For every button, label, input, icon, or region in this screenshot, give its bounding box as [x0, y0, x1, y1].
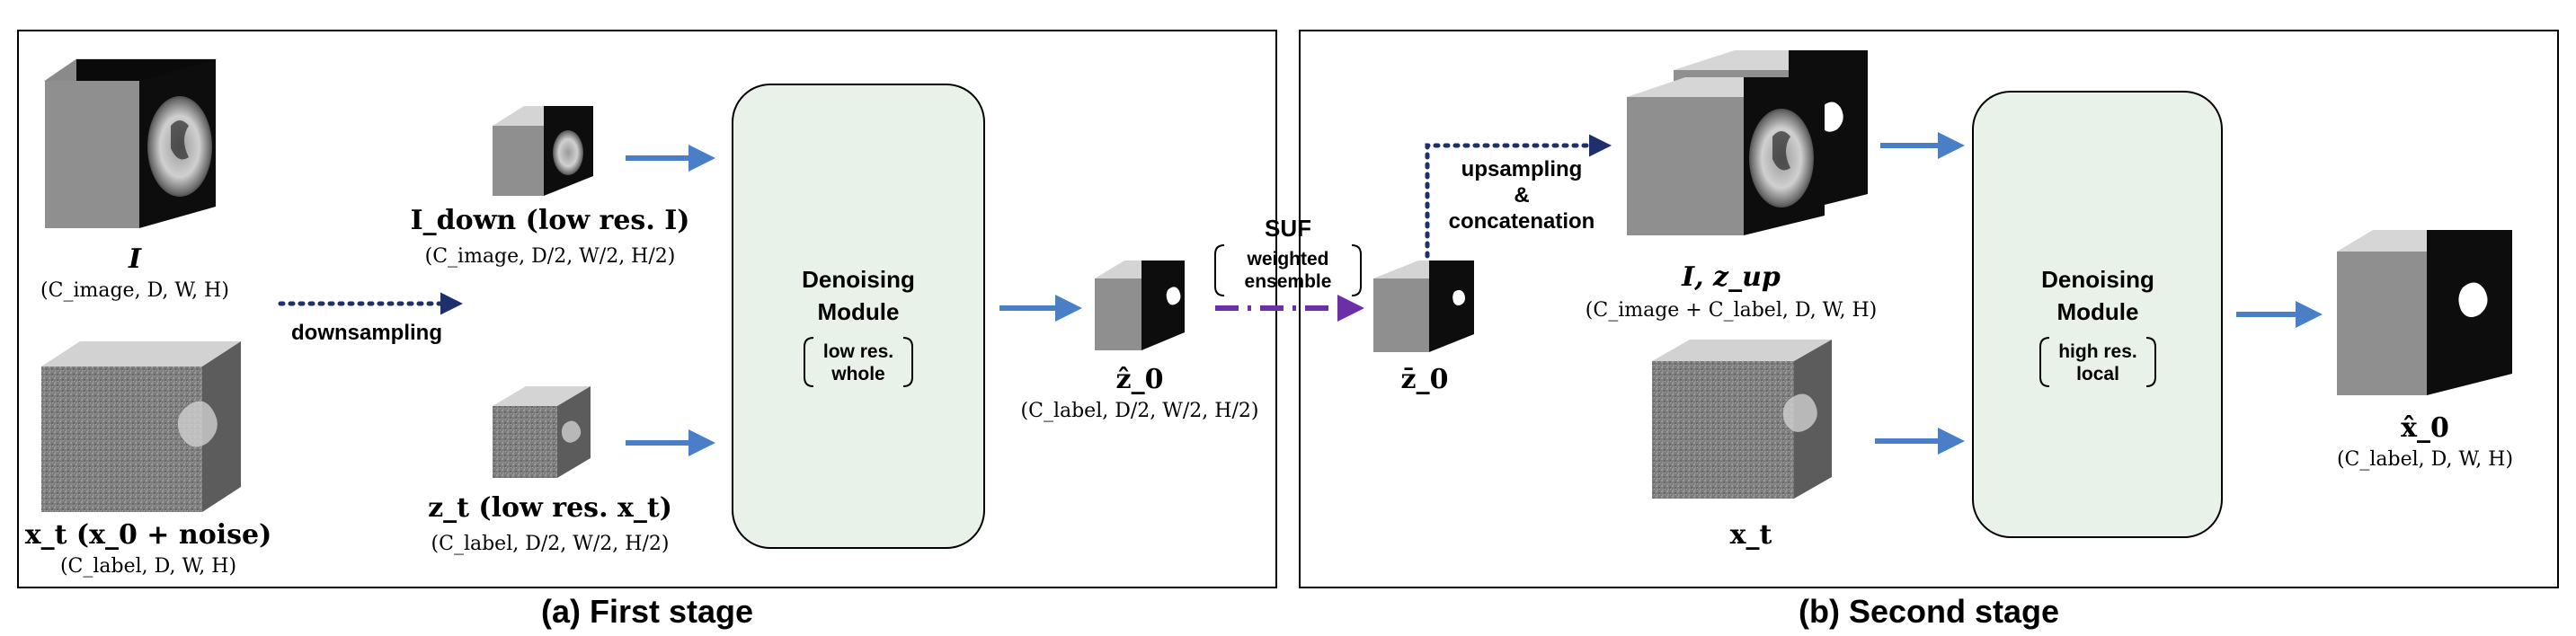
idown-dims: (C_image, D/2, W/2, H/2)	[425, 245, 676, 268]
xt-label: x_t	[1730, 519, 1772, 551]
z0-hat-dims: (C_label, D/2, W/2, H/2)	[1021, 400, 1259, 422]
suf-title: SUF	[1265, 215, 1311, 242]
image-label: I	[128, 243, 142, 275]
first-stage-caption: (a) First stage	[541, 593, 753, 630]
noisy-volume-cube	[41, 341, 241, 512]
upsampling-label-line3: concatenation	[1449, 209, 1595, 234]
module2-title-line1: Denoising	[2041, 266, 2154, 293]
module1-bracket-right	[902, 337, 913, 387]
z0-hat-label: ẑ_0	[1116, 364, 1164, 395]
module2-note-line1: high res.	[2058, 341, 2137, 362]
izup-label: I, z_up	[1681, 261, 1781, 293]
zt-label: z_t (low res. x_t)	[428, 492, 672, 524]
z0-bar-cube	[1373, 261, 1474, 352]
module1-title-line1: Denoising	[802, 266, 915, 293]
image-dims: (C_image, D, W, H)	[40, 279, 229, 302]
second-stage-caption: (b) Second stage	[1799, 593, 2059, 630]
module2-note-line2: local	[2076, 364, 2119, 384]
suf-note-line1: weighted	[1246, 249, 1328, 269]
denoising-module-1	[732, 84, 985, 549]
z0-hat-cube	[1095, 261, 1185, 350]
suf-bracket-right	[1351, 244, 1362, 296]
upsampling-arrow	[1425, 134, 1612, 259]
upsampling-label-line1: upsampling	[1461, 157, 1583, 181]
izup-dims: (C_image + C_label, D, W, H)	[1586, 299, 1877, 322]
noisy-dims: (C_label, D, W, H)	[60, 555, 236, 578]
denoising-module-2	[1972, 91, 2223, 538]
module1-bracket-left	[804, 337, 814, 387]
second-stage-panel	[1299, 30, 2559, 588]
image-down-cube	[493, 106, 593, 196]
noisy-label: x_t (x_0 + noise)	[25, 519, 272, 551]
zt-dims: (C_label, D/2, W/2, H/2)	[431, 533, 670, 555]
module2-bracket-left	[2039, 337, 2050, 387]
image-volume-cube	[43, 58, 218, 228]
module2-bracket-right	[2145, 337, 2156, 387]
upsampling-label-line2: &	[1514, 183, 1529, 208]
x0-hat-cube	[2337, 230, 2512, 395]
module1-title-line2: Module	[818, 298, 900, 325]
module1-note-line1: low res.	[823, 341, 893, 362]
z0-bar-label: z̄_0	[1401, 364, 1449, 395]
idown-label: I_down (low res. I)	[411, 205, 690, 236]
x0-hat-label: x̂_0	[2401, 412, 2449, 444]
zt-cube	[493, 386, 591, 478]
module2-title-line2: Module	[2057, 298, 2139, 325]
izup-front-cube	[1627, 77, 1825, 235]
suf-bracket-left	[1214, 244, 1225, 296]
xt-cube-stage2	[1652, 340, 1832, 499]
downsampling-label: downsampling	[291, 321, 442, 345]
module1-note-line2: whole	[831, 364, 885, 384]
suf-note-line2: ensemble	[1245, 271, 1332, 292]
x0-hat-dims: (C_label, D, W, H)	[2337, 448, 2513, 471]
